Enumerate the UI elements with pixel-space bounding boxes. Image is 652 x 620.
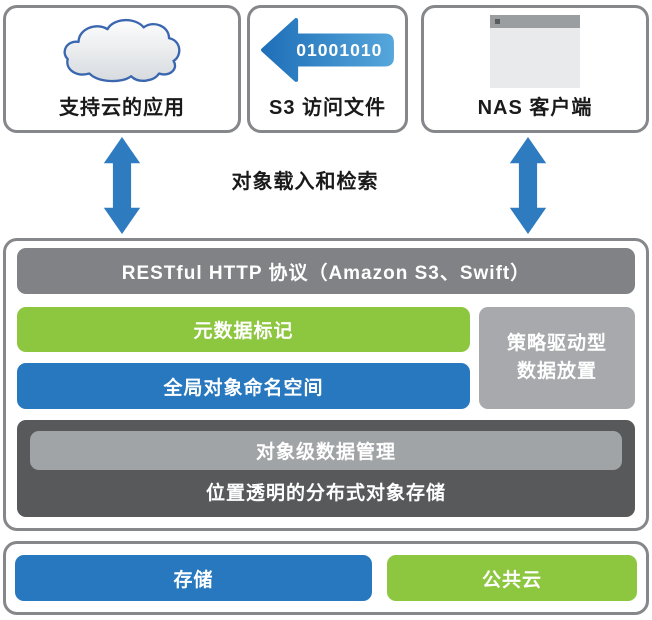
s3-access-label: S3 访问文件 (268, 97, 387, 119)
policy-placement-box: 策略驱动型 数据放置 (479, 307, 635, 409)
ingest-retrieve-label: 对象载入和检索 (231, 171, 379, 193)
restful-protocol-bar: RESTful HTTP 协议（Amazon S3、Swift） (17, 248, 635, 294)
cloud-icon (63, 18, 181, 82)
metadata-tagging-bar: 元数据标记 (17, 307, 470, 352)
window-titlebar (490, 15, 580, 28)
object-storage-stack-box: RESTful HTTP 协议（Amazon S3、Swift） 元数据标记 全… (3, 238, 649, 531)
public-cloud-bar: 公共云 (387, 555, 637, 601)
storage-bar: 存储 (15, 555, 372, 601)
global-namespace-bar: 全局对象命名空间 (17, 363, 470, 409)
s3-access-icon-area: 01001010 (250, 8, 405, 91)
binary-arrow-text: 01001010 (296, 40, 382, 60)
nas-client-label: NAS 客户端 (477, 97, 593, 119)
policy-placement-line2: 数据放置 (516, 361, 597, 382)
updown-arrow-left-icon (103, 137, 141, 234)
infrastructure-box: 存储 公共云 (3, 541, 649, 615)
nas-client-box: NAS 客户端 (421, 5, 649, 133)
window-icon (490, 15, 580, 88)
window-dot-icon (495, 19, 500, 24)
binary-arrow-icon: 01001010 (260, 17, 394, 82)
policy-placement-line1: 策略驱动型 (506, 333, 607, 355)
cloud-apps-box: 支持云的应用 (3, 5, 241, 133)
distributed-storage-label: 位置透明的分布式对象存储 (205, 483, 446, 504)
distributed-storage-box: 对象级数据管理 位置透明的分布式对象存储 (17, 420, 635, 517)
nas-client-icon-area (424, 8, 646, 91)
object-data-mgmt-bar: 对象级数据管理 (30, 431, 622, 470)
updown-arrow-right-icon (509, 137, 547, 234)
cloud-apps-label: 支持云的应用 (59, 97, 185, 119)
cloud-apps-icon-area (6, 8, 238, 91)
s3-access-box: 01001010 S3 访问文件 (247, 5, 408, 133)
